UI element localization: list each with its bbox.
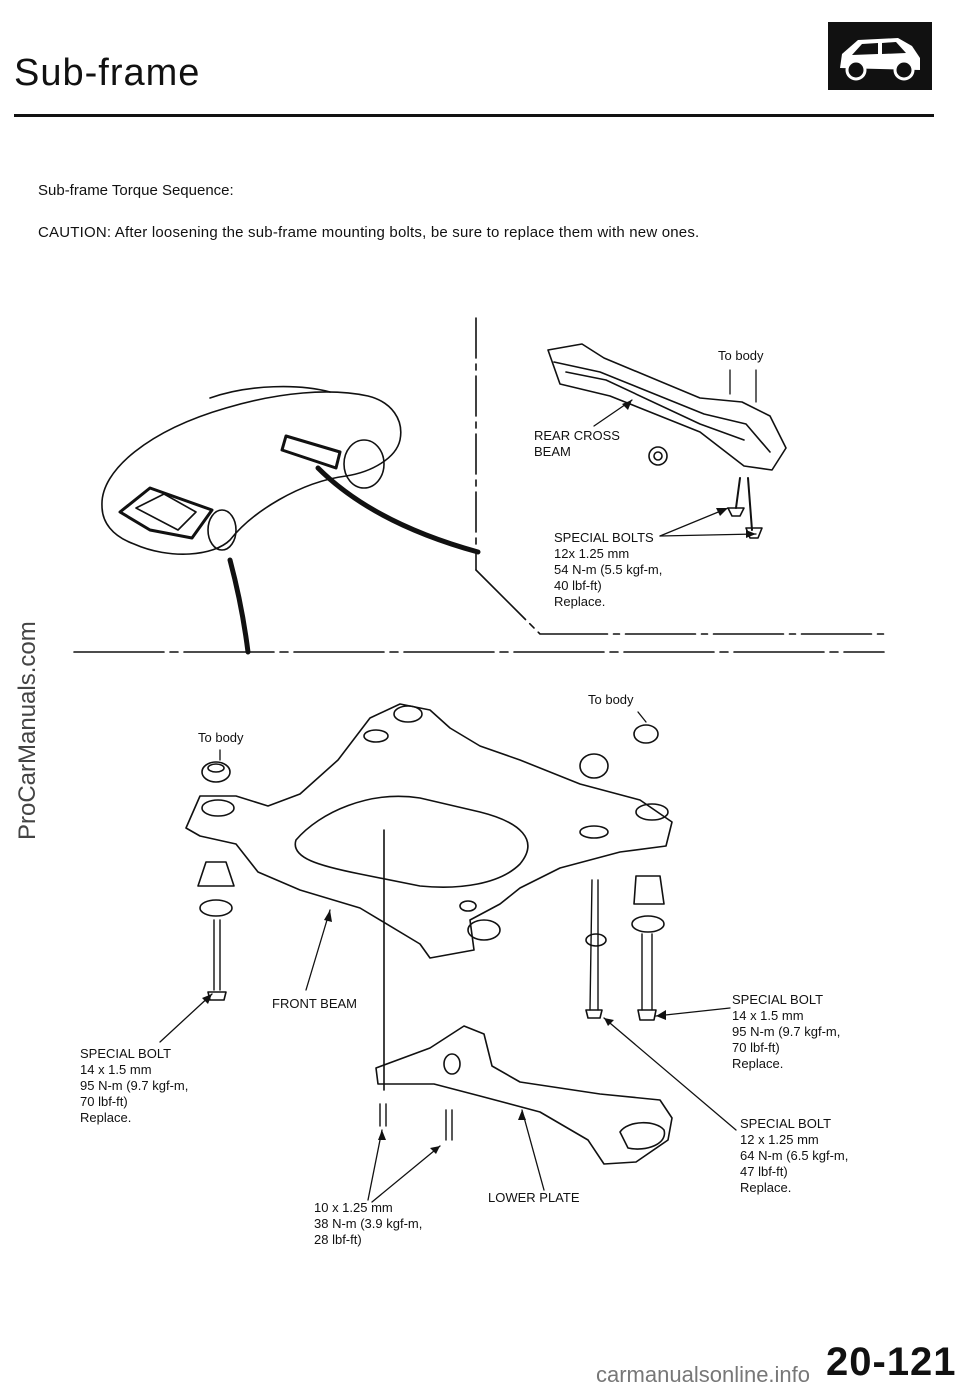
car-outline-illustration [101,385,402,555]
label-line: 12x 1.25 mm [554,546,630,561]
label-line: 14 x 1.5 mm [732,1008,804,1023]
label-line: 54 N-m (5.5 kgf-m, [554,562,663,577]
left-mount-stack-illustration [197,761,235,1001]
label-line: 95 N-m (9.7 kgf-m, [732,1024,841,1039]
label-line: 70 lbf-ft) [80,1094,128,1109]
label-to-body-right: To body [588,692,634,707]
label-line: 95 N-m (9.7 kgf-m, [80,1078,189,1093]
label-special-bolt-left: SPECIAL BOLT 14 x 1.5 mm 95 N-m (9.7 kgf… [80,1046,188,1126]
label-line: 12 x 1.25 mm [740,1132,819,1147]
label-to-body-left: To body [198,730,244,745]
label-line: Replace. [732,1056,784,1071]
label-line: 47 lbf-ft) [740,1164,788,1179]
caution-text: CAUTION: After loosening the sub-frame m… [38,224,700,241]
label-to-body-top: To body [718,348,764,363]
label-line: 40 lbf-ft) [554,578,602,593]
label-rear-cross-beam: REAR CROSS BEAM [534,428,620,460]
label-line: REAR CROSS [534,428,620,443]
label-line: 38 N-m (3.9 kgf-m, [314,1216,423,1231]
label-front-beam: FRONT BEAM [272,996,357,1011]
bottom-watermark: carmanualsonline.info [596,1362,811,1387]
label-special-bolts-rear: SPECIAL BOLTS 12x 1.25 mm 54 N-m (5.5 kg… [554,530,662,610]
label-special-bolt-right-12: SPECIAL BOLT 12 x 1.25 mm 64 N-m (6.5 kg… [740,1116,848,1196]
front-beam-illustration [185,703,673,1091]
label-line: SPECIAL BOLT [732,992,824,1007]
label-special-bolt-right-14: SPECIAL BOLT 14 x 1.5 mm 95 N-m (9.7 kgf… [732,992,840,1072]
right-mount-stack-illustration [579,724,665,1021]
label-line: 64 N-m (6.5 kgf-m, [740,1148,849,1163]
label-line: SPECIAL BOLT [740,1116,832,1131]
label-line: SPECIAL BOLT [80,1046,172,1061]
label-line: 10 x 1.25 mm [314,1200,393,1215]
page-title: Sub-frame [14,52,201,94]
lower-plate-illustration [375,1025,673,1165]
label-line: Replace. [80,1110,132,1125]
page-number: 20-121 [826,1340,957,1384]
label-line: 28 lbf-ft) [314,1232,362,1247]
title-rule [14,114,934,117]
side-watermark: ProCarManuals.com [14,621,41,840]
rear-cross-beam-illustration [547,343,787,539]
label-lower-plate: LOWER PLATE [488,1190,580,1205]
car-icon [828,22,932,90]
label-line: Replace. [554,594,606,609]
label-line: Replace. [740,1180,792,1195]
label-line: 14 x 1.5 mm [80,1062,152,1077]
subtitle: Sub-frame Torque Sequence: [38,182,234,199]
label-line: 70 lbf-ft) [732,1040,780,1055]
label-lower-plate-bolts: 10 x 1.25 mm 38 N-m (3.9 kgf-m, 28 lbf-f… [314,1200,422,1248]
label-line: BEAM [534,444,571,459]
label-line: SPECIAL BOLTS [554,530,654,545]
